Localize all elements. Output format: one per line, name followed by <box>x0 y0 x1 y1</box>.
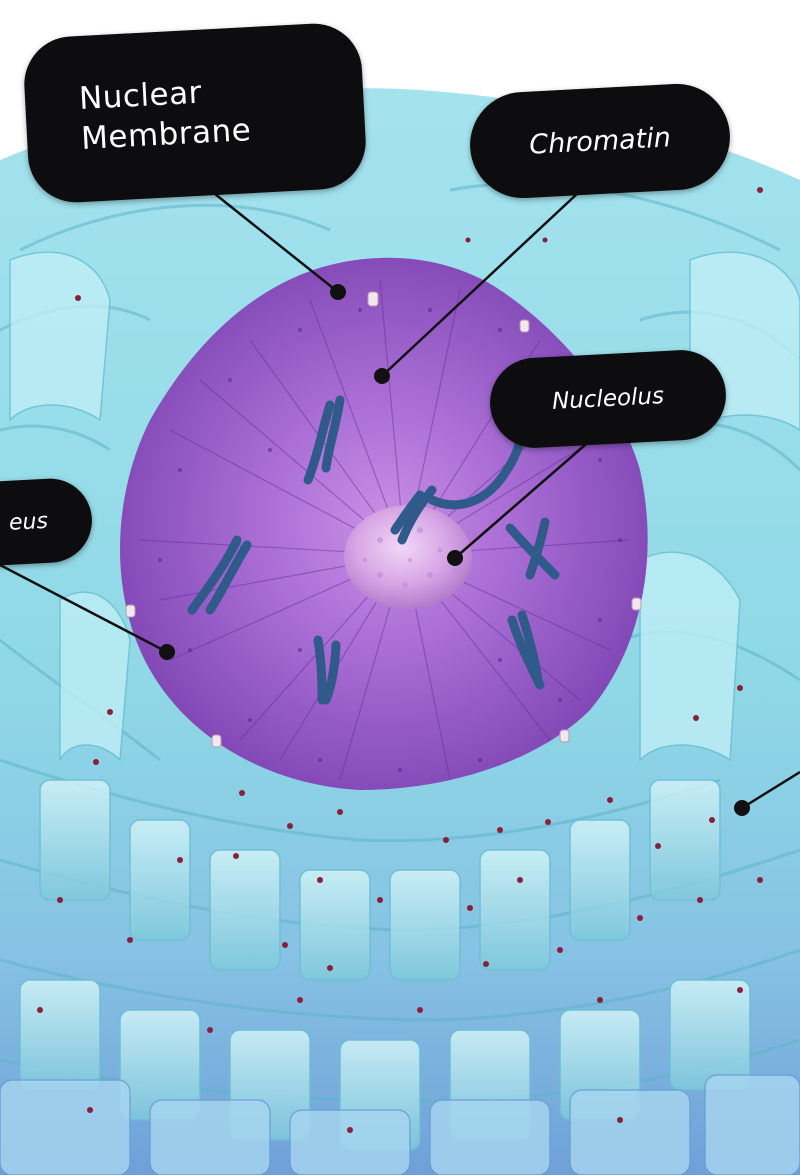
nucleus-label-text: eus <box>8 508 49 536</box>
er-anchor-dot <box>734 800 750 816</box>
chromatin-anchor-dot <box>374 368 390 384</box>
label-leaders <box>0 189 800 816</box>
membrane-anchor-dot <box>330 284 346 300</box>
chromatin-label: Chromatin <box>467 81 733 201</box>
nuclear-membrane-label: Nuclear Membrane <box>21 21 369 205</box>
ribosomes <box>37 167 763 1133</box>
nucleolus-label: Nucleolus <box>487 347 729 451</box>
chromosomes <box>187 395 560 705</box>
chromatin-label-text: Chromatin <box>528 121 672 161</box>
nucleolus-label-text: Nucleolus <box>551 383 665 415</box>
nucleolus-anchor-dot <box>447 550 463 566</box>
nucleus-anchor-dot <box>159 644 175 660</box>
er-leader-line <box>741 770 800 810</box>
membrane-leader-line <box>209 189 339 293</box>
chromatin-leader-line <box>381 192 579 377</box>
nucleolus-leader-line <box>454 431 601 559</box>
nucleus-leader-line <box>0 563 168 654</box>
